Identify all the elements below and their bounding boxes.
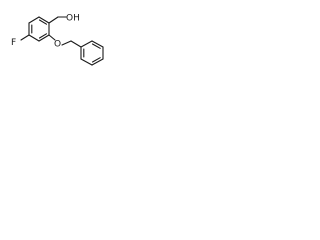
fluoro-group: F (11, 34, 30, 48)
ring-bond (91, 58, 104, 66)
hydroxymethyl-group: OH (48, 14, 80, 24)
fluorophenyl-ring (28, 16, 50, 42)
structure-canvas: OH F O (0, 0, 143, 74)
ring-double-bond (91, 43, 101, 49)
c-f-bond (20, 34, 30, 41)
phenyl-ring (80, 40, 104, 66)
fluorine-label: F (11, 38, 16, 48)
benzyloxy-group: O (48, 34, 82, 50)
ring-bond (38, 34, 50, 42)
ring-bond (38, 16, 50, 24)
ch2-phenyl-bond (70, 40, 82, 48)
benzyloxy-fluorobenzyl-alcohol-structure: OH F O (11, 14, 104, 66)
ring-bond (91, 40, 104, 48)
ring-double-bond (38, 19, 48, 25)
o-ch2-bond (61, 40, 72, 46)
ring-bond (28, 16, 40, 24)
ring-bond (28, 34, 40, 42)
ring-double-bond (91, 57, 101, 63)
c-o-ether-bond (48, 34, 56, 41)
hydroxyl-label: OH (66, 14, 80, 24)
ether-oxygen-label: O (54, 40, 61, 50)
ring-bond (80, 58, 93, 66)
ch2-bond (48, 16, 59, 24)
ring-double-bond (38, 33, 48, 39)
ring-bond (80, 40, 93, 48)
